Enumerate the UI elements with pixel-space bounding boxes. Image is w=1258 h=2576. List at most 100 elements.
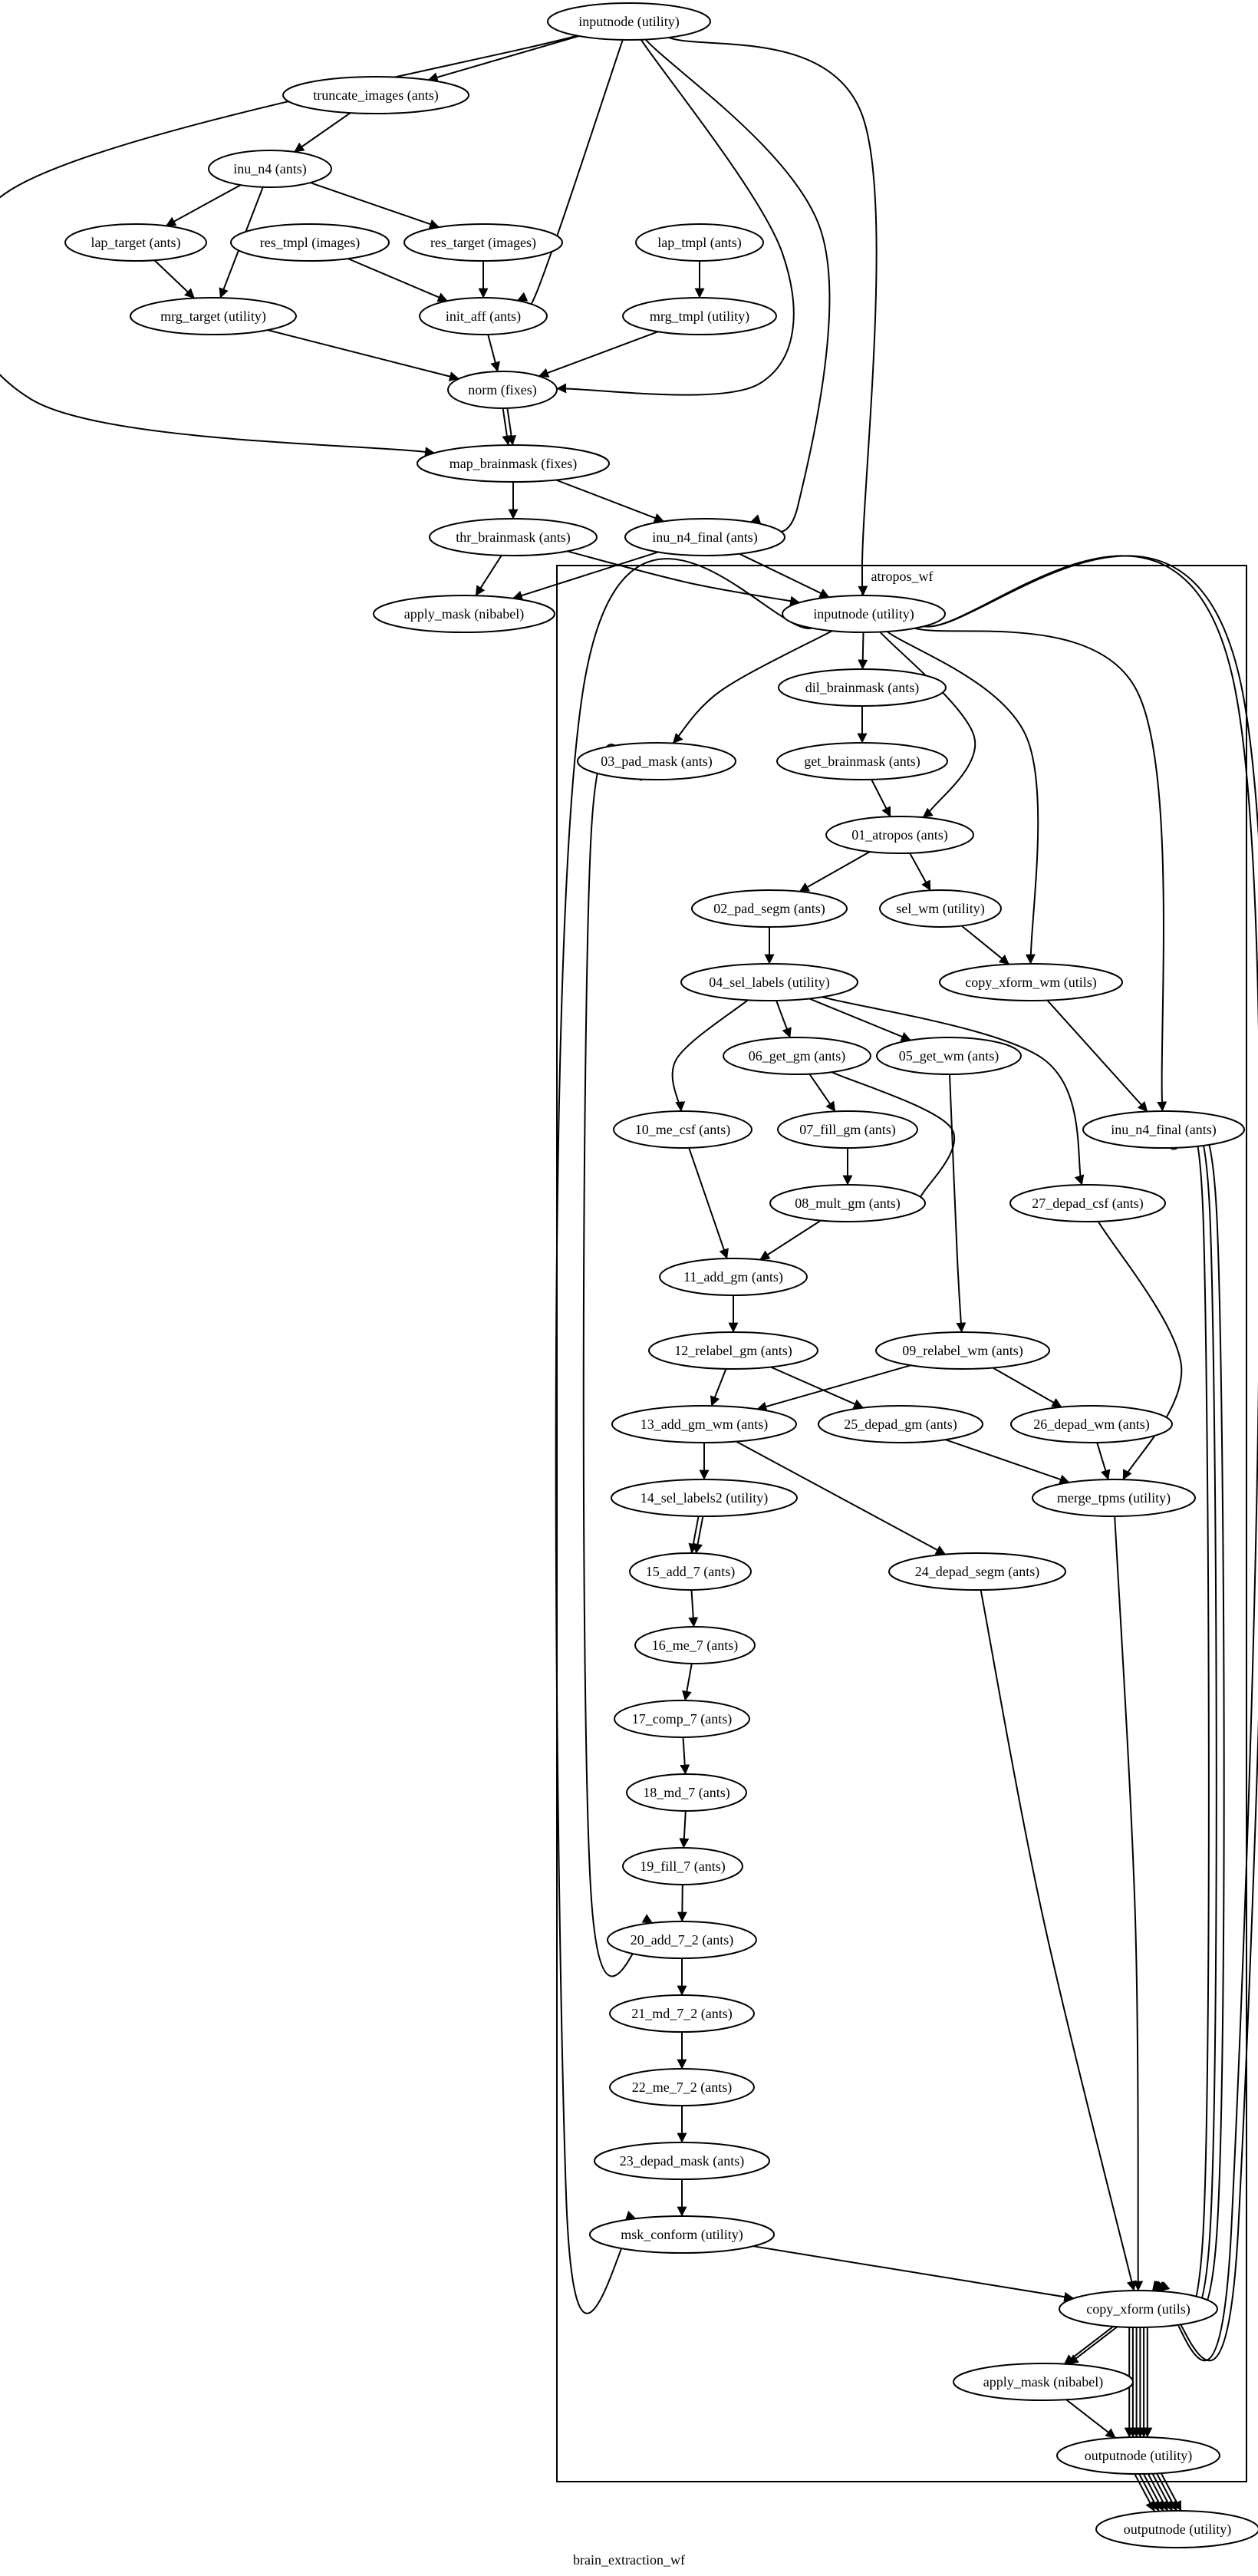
node-dil-brainmask: dil_brainmask (ants) — [778, 668, 947, 707]
edge-thr-brainmask-to-apply-mask — [475, 555, 502, 596]
node-ellipse — [614, 1700, 750, 1738]
node-aw-inu-n4-final: inu_n4_final (ants) — [1082, 1110, 1245, 1149]
node-ellipse — [1056, 2436, 1220, 2475]
edge-relabel-gm-to-depad-gm — [770, 1366, 864, 1409]
node-label: inu_n4_final (ants) — [652, 529, 757, 546]
edge-fill-7-to-add-7-2 — [677, 1884, 687, 1922]
edge-add-7-to-me-7 — [688, 1589, 699, 1628]
node-label: 07_fill_gm (ants) — [799, 1122, 895, 1138]
edge-add-gm-wm-to-depad-segm — [736, 1440, 947, 1555]
edge-inputnode-to-init-aff — [516, 39, 624, 315]
node-label: 14_sel_labels2 (utility) — [641, 1490, 768, 1506]
node-merge-tpms: merge_tpms (utility) — [1032, 1479, 1196, 1517]
node-ellipse — [776, 742, 948, 780]
node-me-csf: 10_me_csf (ants) — [613, 1110, 752, 1149]
edge-aw-inputnode-to-pad-mask — [672, 630, 833, 744]
node-atropos: 01_atropos (ants) — [825, 816, 974, 854]
node-depad-wm: 26_depad_wm (ants) — [1010, 1405, 1173, 1443]
node-get-brainmask: get_brainmask (ants) — [776, 742, 948, 780]
node-ellipse — [888, 1552, 1066, 1591]
node-aw-inputnode: inputnode (utility) — [782, 595, 946, 633]
edge-relabel-wm-to-add-gm-wm — [756, 1364, 911, 1412]
node-label: 27_depad_csf (ants) — [1032, 1196, 1143, 1212]
node-label: 18_md_7 (ants) — [643, 1785, 729, 1801]
node-add-7-2: 20_add_7_2 (ants) — [607, 1921, 757, 1959]
node-depad-mask: 23_depad_mask (ants) — [594, 2142, 770, 2180]
node-outputnode: outputnode (utility) — [1095, 2510, 1258, 2548]
node-ellipse — [609, 2068, 755, 2106]
edge-res-tmpl-to-init-aff — [347, 258, 448, 302]
node-label: 11_add_gm (ants) — [683, 1269, 783, 1285]
node-label: dil_brainmask (ants) — [805, 680, 919, 696]
node-mrg-target: mrg_target (utility) — [130, 297, 297, 335]
node-ellipse — [403, 223, 563, 262]
node-label: 16_me_7 (ants) — [652, 1638, 738, 1654]
edge-aw-inputnode-to-dil-brainmask — [858, 632, 868, 670]
node-label: inputnode (utility) — [578, 14, 679, 30]
edge-inputnode-to-norm — [556, 39, 795, 396]
node-apply-mask: apply_mask (nibabel) — [373, 595, 555, 633]
edge-aw-inu-n4-final-to-copy-xform — [1153, 1124, 1217, 2324]
edge-pad-mask-to-add-7-2 — [582, 744, 654, 1977]
edge-aw-inputnode-to-msk-conform — [555, 558, 812, 2314]
node-ellipse — [64, 223, 207, 262]
edge-copy-xform-to-aw-apply-mask — [1063, 2326, 1114, 2365]
node-label: msk_conform (utility) — [621, 2227, 743, 2243]
graph-title: brain_extraction_wf — [573, 2552, 685, 2568]
node-relabel-gm: 12_relabel_gm (ants) — [648, 1331, 818, 1370]
node-ellipse — [622, 297, 777, 335]
edge-map-brainmask-to-inu-n4-final — [555, 479, 665, 523]
edge-lap-target-to-mrg-target — [153, 259, 196, 299]
edge-aw-inputnode-to-aw-inu-n4-final — [914, 627, 1167, 1112]
node-copy-xform: copy_xform (utils) — [1059, 2290, 1218, 2328]
node-label: inu_n4 (ants) — [233, 161, 306, 177]
node-ellipse — [769, 1184, 926, 1222]
node-mult-gm: 08_mult_gm (ants) — [769, 1184, 926, 1222]
edge-norm-to-map-brainmask — [506, 407, 517, 446]
edge-comp-7-to-md-7 — [680, 1737, 690, 1775]
node-layer: inputnode (utility) truncate_images (ants… — [64, 2, 1258, 2548]
edge-mrg-tmpl-to-norm — [538, 331, 659, 378]
node-label: res_target (images) — [430, 235, 536, 251]
node-ellipse — [447, 371, 558, 409]
edge-copy-xform-to-aw-apply-mask — [1068, 2326, 1118, 2365]
node-relabel-wm: 09_relabel_wm (ants) — [875, 1331, 1050, 1370]
node-ellipse — [589, 2215, 775, 2254]
edge-relabel-wm-to-depad-wm — [992, 1367, 1062, 1408]
node-ellipse — [634, 1626, 756, 1664]
node-ellipse — [1082, 1110, 1245, 1149]
node-me-7-2: 22_me_7_2 (ants) — [609, 2068, 755, 2106]
edge-layer — [0, 35, 1258, 2512]
edge-depad-wm-to-merge-tpms — [1096, 1442, 1111, 1480]
edge-thr-brainmask-to-aw-inputnode — [567, 550, 801, 606]
edge-mult-gm-to-add-gm — [759, 1219, 822, 1261]
edge-inu-n4-to-res-target — [310, 182, 440, 229]
node-add-7: 15_add_7 (ants) — [629, 1552, 752, 1591]
node-ellipse — [282, 76, 469, 114]
edge-init-aff-to-norm — [487, 334, 500, 372]
edge-inu-n4-final-to-aw-inputnode — [739, 552, 830, 599]
node-label: res_tmpl (images) — [260, 235, 360, 251]
node-ellipse — [680, 963, 858, 1001]
node-ellipse — [1010, 1405, 1173, 1443]
node-aw-outputnode: outputnode (utility) — [1056, 2436, 1220, 2475]
node-truncate-images: truncate_images (ants) — [282, 76, 469, 114]
edge-sel-wm-to-copy-xform-wm — [960, 925, 1010, 965]
edge-sel-labels-to-me-csf — [671, 999, 749, 1112]
node-label: 24_depad_segm (ants) — [915, 1564, 1039, 1580]
node-aw-apply-mask: apply_mask (nibabel) — [953, 2363, 1134, 2401]
node-label: lap_target (ants) — [91, 235, 180, 251]
node-ellipse — [611, 1479, 798, 1517]
node-ellipse — [1009, 1184, 1166, 1222]
edge-depad-csf-to-merge-tpms — [1097, 1221, 1183, 1480]
node-label: 02_pad_segm (ants) — [713, 901, 825, 917]
node-add-gm-wm: 13_add_gm_wm (ants) — [611, 1405, 797, 1443]
node-label: 05_get_wm (ants) — [899, 1048, 999, 1064]
node-msk-conform: msk_conform (utility) — [589, 2215, 775, 2254]
node-ellipse — [939, 963, 1123, 1001]
node-ellipse — [624, 518, 785, 556]
node-label: init_aff (ants) — [446, 308, 521, 325]
node-md-7-2: 21_md_7_2 (ants) — [609, 1994, 755, 2033]
edge-get-gm-to-fill-gm — [808, 1074, 836, 1112]
